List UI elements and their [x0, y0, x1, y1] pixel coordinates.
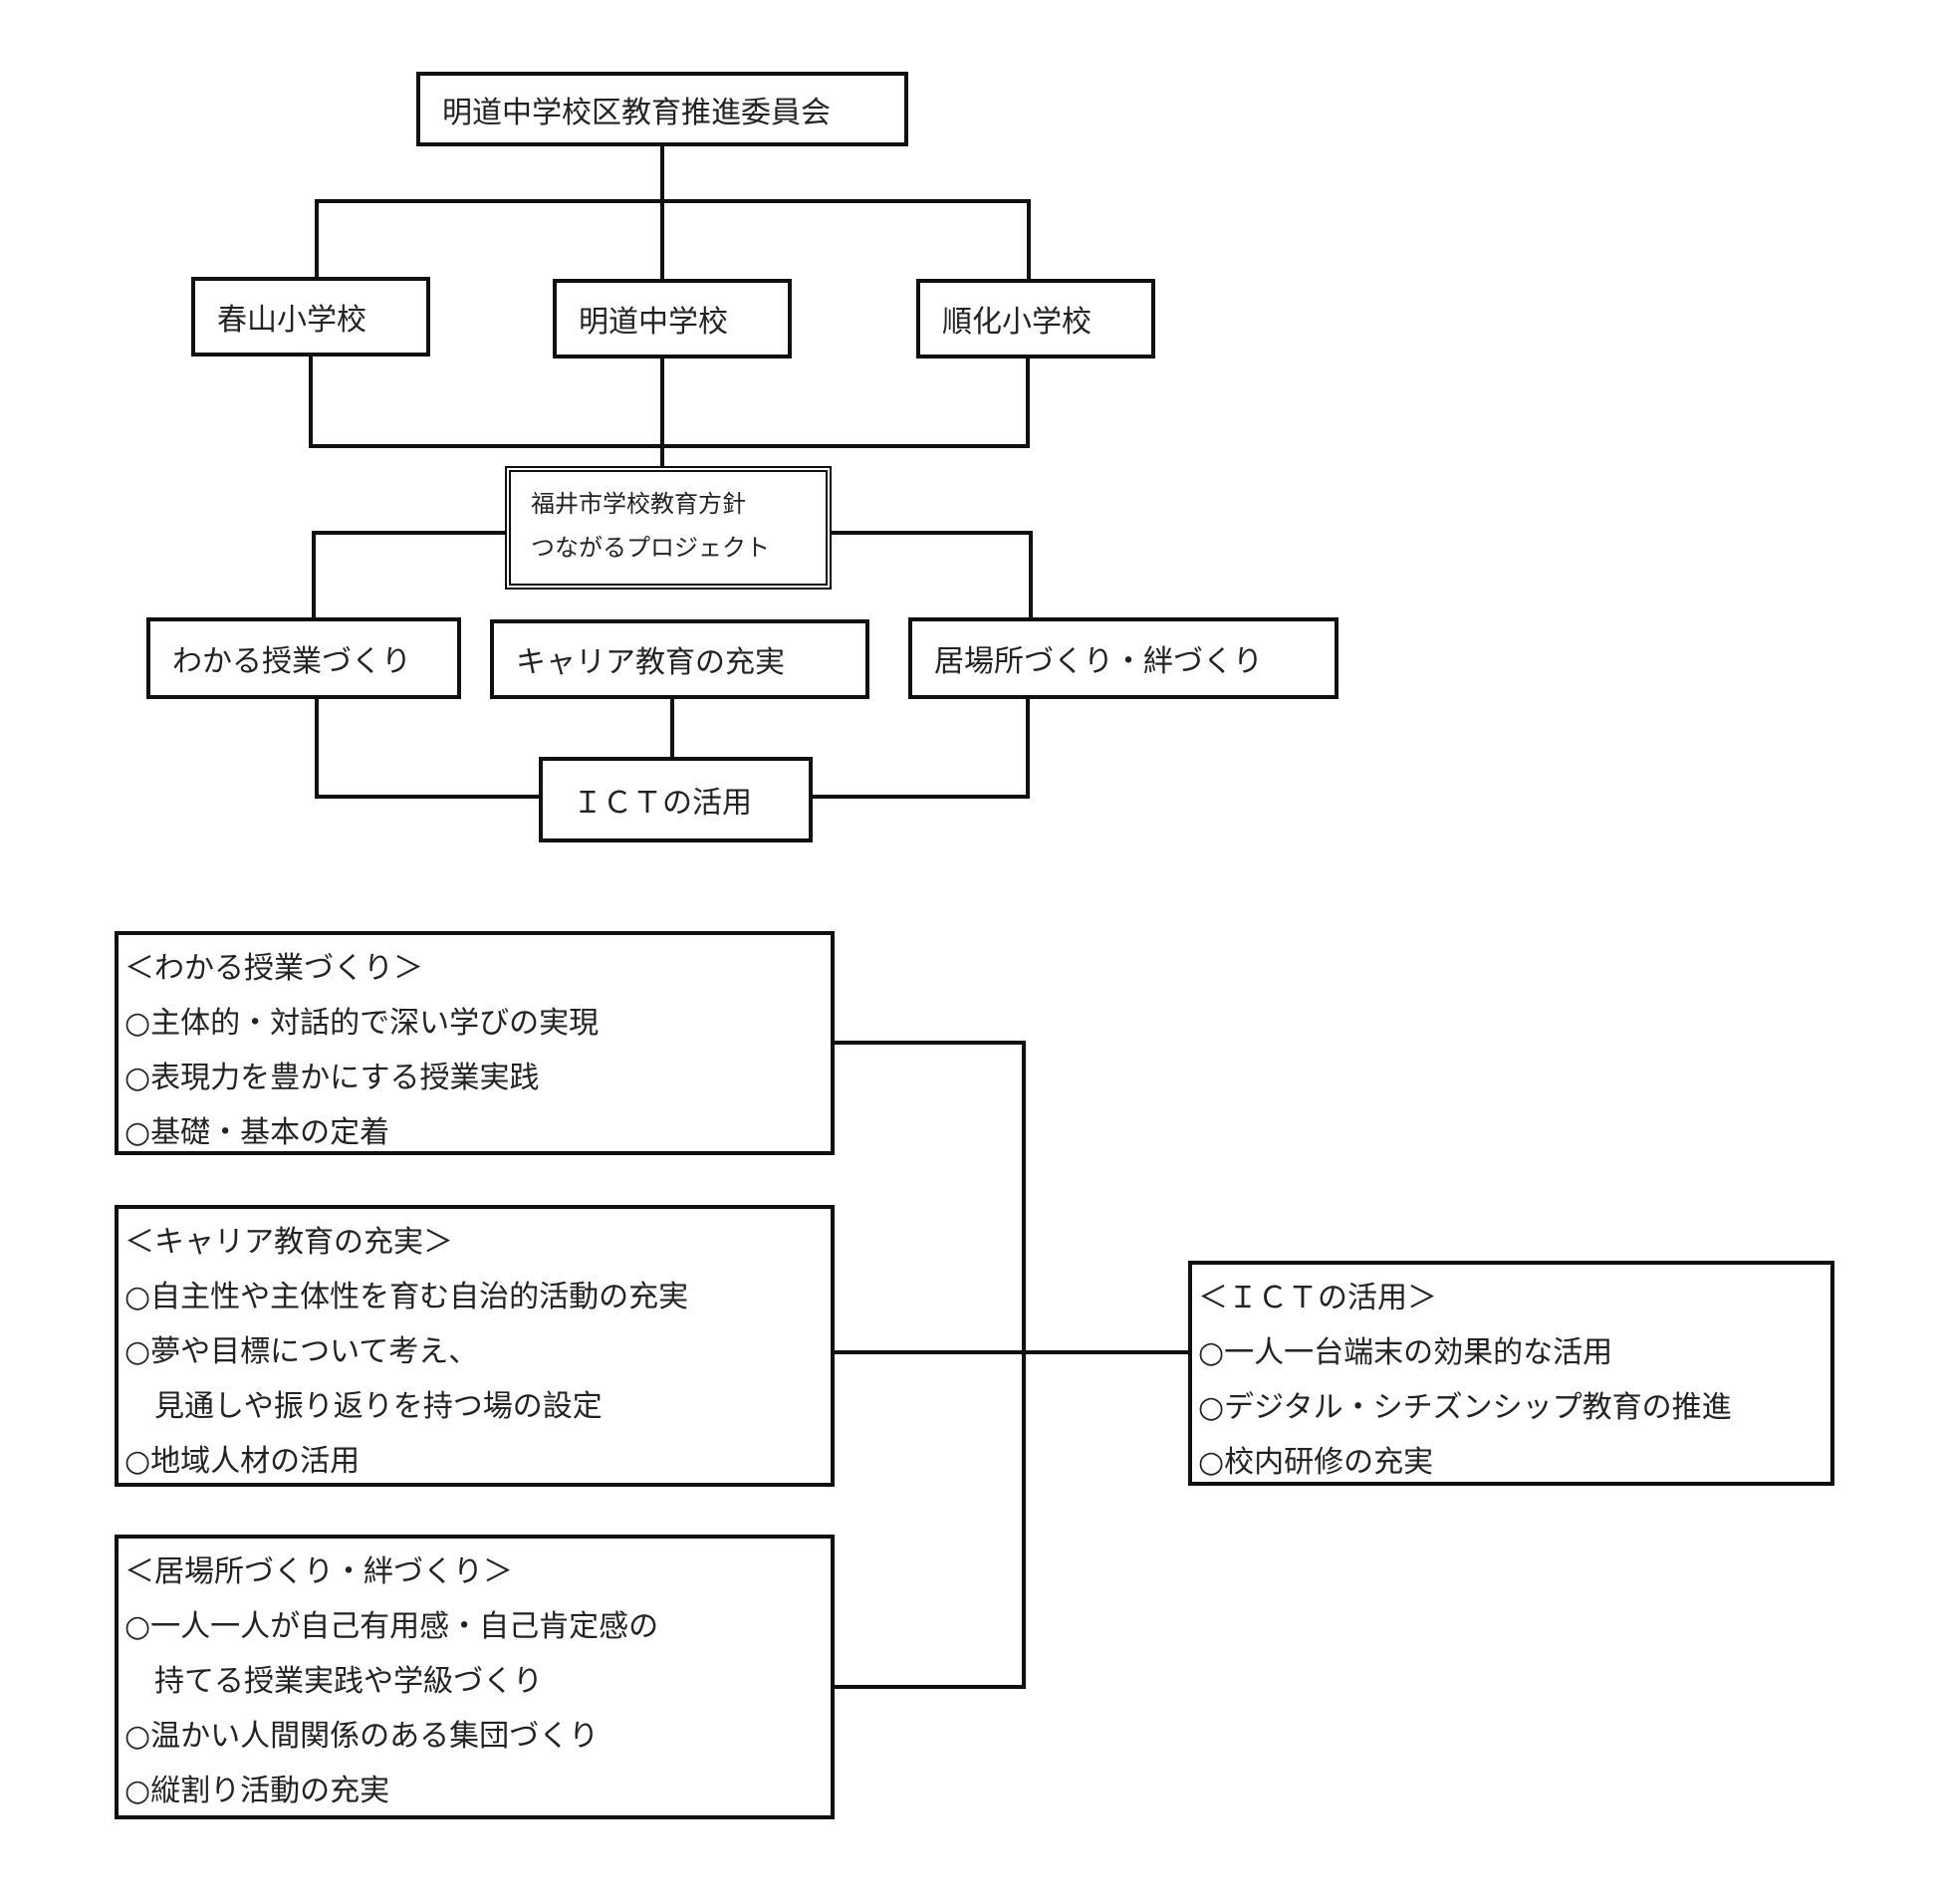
- detail-item: ○一人一人が自己有用感・自己肯定感の: [124, 1609, 659, 1644]
- detail-item: ○表現力を豊かにする授業実践: [124, 1061, 540, 1095]
- detail-title: ＜ＩＣＴの活用＞: [1198, 1281, 1437, 1315]
- detail-item: 見通しや振り返りを持つ場の設定: [124, 1389, 603, 1424]
- detail-item: ○縦割り活動の充実: [124, 1774, 390, 1808]
- pillar-label: キャリア教育の充実: [516, 645, 785, 680]
- pillar-label: わかる授業づくり: [172, 644, 411, 679]
- detail-item: ○夢や目標について考え、: [124, 1334, 479, 1369]
- detail-box-ibasho: ＜居場所づくり・絆づくり＞ ○一人一人が自己有用感・自己肯定感の 持てる授業実践…: [115, 1535, 835, 1819]
- detail-box-ict: ＜ＩＣＴの活用＞ ○一人一台端末の効果的な活用 ○デジタル・シチズンシップ教育の…: [1188, 1261, 1834, 1486]
- detail-item: ○温かい人間関係のある集団づくり: [124, 1719, 600, 1754]
- pillar-box-wakaru: わかる授業づくり: [146, 617, 461, 699]
- detail-item: ○自主性や主体性を育む自治的活動の充実: [124, 1280, 689, 1314]
- ict-label: ＩＣＴの活用: [573, 786, 752, 821]
- project-box: 福井市学校教育方針 つながるプロジェクト: [505, 466, 832, 590]
- detail-title: ＜わかる授業づくり＞: [124, 951, 423, 986]
- committee-label: 明道中学校区教育推進委員会: [442, 95, 831, 130]
- detail-title: ＜居場所づくり・絆づくり＞: [124, 1554, 513, 1589]
- school-label: 順化小学校: [942, 305, 1092, 340]
- school-label: 明道中学校: [579, 305, 728, 340]
- committee-box: 明道中学校区教育推進委員会: [416, 72, 908, 146]
- detail-item: ○基礎・基本の定着: [124, 1115, 390, 1150]
- school-box-haruyama: 春山小学校: [191, 277, 430, 357]
- project-title: 福井市学校教育方針: [531, 490, 746, 518]
- ict-box: ＩＣＴの活用: [539, 757, 813, 842]
- pillar-box-career: キャリア教育の充実: [490, 619, 869, 699]
- detail-item: ○一人一台端末の効果的な活用: [1198, 1335, 1613, 1370]
- detail-item: ○主体的・対話的で深い学びの実現: [124, 1006, 600, 1041]
- detail-box-career: ＜キャリア教育の充実＞ ○自主性や主体性を育む自治的活動の充実 ○夢や目標につい…: [115, 1205, 835, 1487]
- detail-item: ○地域人材の活用: [124, 1444, 361, 1479]
- pillar-label: 居場所づくり・絆づくり: [934, 644, 1263, 679]
- school-box-meido: 明道中学校: [553, 279, 792, 358]
- pillar-box-ibasho: 居場所づくり・絆づくり: [908, 617, 1338, 699]
- school-box-junka: 順化小学校: [916, 279, 1155, 358]
- detail-item: ○デジタル・シチズンシップ教育の推進: [1198, 1390, 1732, 1425]
- detail-title: ＜キャリア教育の充実＞: [124, 1225, 453, 1260]
- school-label: 春山小学校: [217, 303, 366, 338]
- detail-item: ○校内研修の充実: [1198, 1445, 1434, 1480]
- detail-box-wakaru: ＜わかる授業づくり＞ ○主体的・対話的で深い学びの実現 ○表現力を豊かにする授業…: [115, 931, 835, 1155]
- project-name: つながるプロジェクト: [531, 534, 770, 562]
- detail-item: 持てる授業実践や学級づくり: [124, 1664, 543, 1699]
